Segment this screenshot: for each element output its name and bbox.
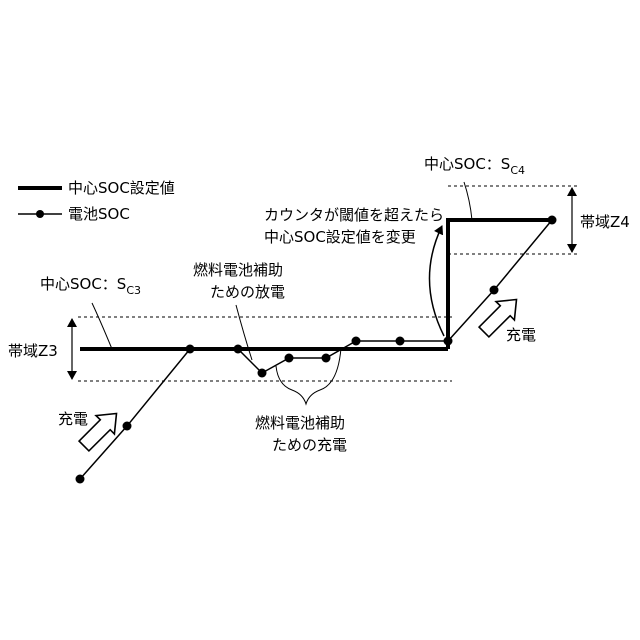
counter-note-line1: カウンタが閾値を超えたら (264, 206, 444, 224)
leader-c4 (464, 182, 472, 220)
center-soc-c4-label: 中心SOC：SC4 (424, 155, 525, 177)
soc-point (444, 337, 453, 346)
charge-left-label: 充電 (58, 410, 88, 428)
leader-c3 (92, 303, 112, 349)
soc-point (396, 337, 405, 346)
fc-charge-label-line1: 燃料電池補助 (255, 414, 345, 432)
legend-soc-dot (36, 210, 44, 218)
soc-point (352, 337, 361, 346)
soc-point (186, 345, 195, 354)
soc-point (76, 475, 85, 484)
charge-right-label: 充電 (506, 326, 536, 344)
band-z3-label: 帯域Z3 (8, 342, 58, 360)
band-z4-label: 帯域Z4 (580, 213, 630, 231)
fc-charge-label-line2: ための充電 (272, 436, 347, 454)
counter-note-line2: 中心SOC設定値を変更 (264, 228, 416, 246)
center-soc-c3-label: 中心SOC：SC3 (40, 275, 141, 297)
soc-point (548, 216, 557, 225)
soc-point (234, 345, 243, 354)
soc-point (322, 354, 331, 363)
soc-point (258, 369, 267, 378)
fc-discharge-label-line2: ための放電 (210, 283, 285, 301)
legend: 中心SOC設定値 電池SOC (18, 179, 175, 223)
soc-point (490, 286, 499, 295)
text-labels: 中心SOC：SC3 中心SOC：SC4 帯域Z3 帯域Z4 充電 充電 燃料電池… (8, 155, 630, 454)
legend-soc-label: 電池SOC (68, 205, 130, 223)
legend-setpoint-label: 中心SOC設定値 (68, 179, 175, 197)
setpoint-change-arc-path (429, 226, 444, 336)
setpoint-change-arc (429, 226, 444, 336)
fc-discharge-label-line1: 燃料電池補助 (193, 261, 283, 279)
soc-point (123, 422, 132, 431)
soc-point (285, 354, 294, 363)
